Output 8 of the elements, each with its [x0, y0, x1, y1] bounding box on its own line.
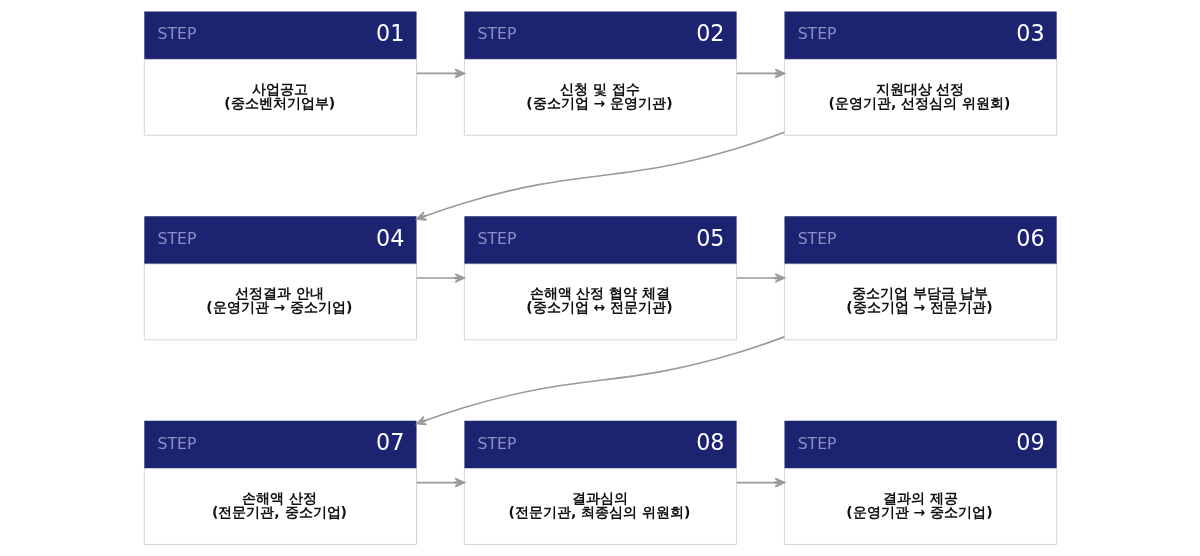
arrow [415, 477, 465, 488]
arrow [735, 273, 785, 283]
arrow [415, 336, 785, 426]
arrow [415, 68, 465, 79]
arrow [735, 477, 785, 488]
arrow [415, 131, 785, 221]
arrow [415, 273, 465, 283]
arrow [735, 68, 785, 79]
